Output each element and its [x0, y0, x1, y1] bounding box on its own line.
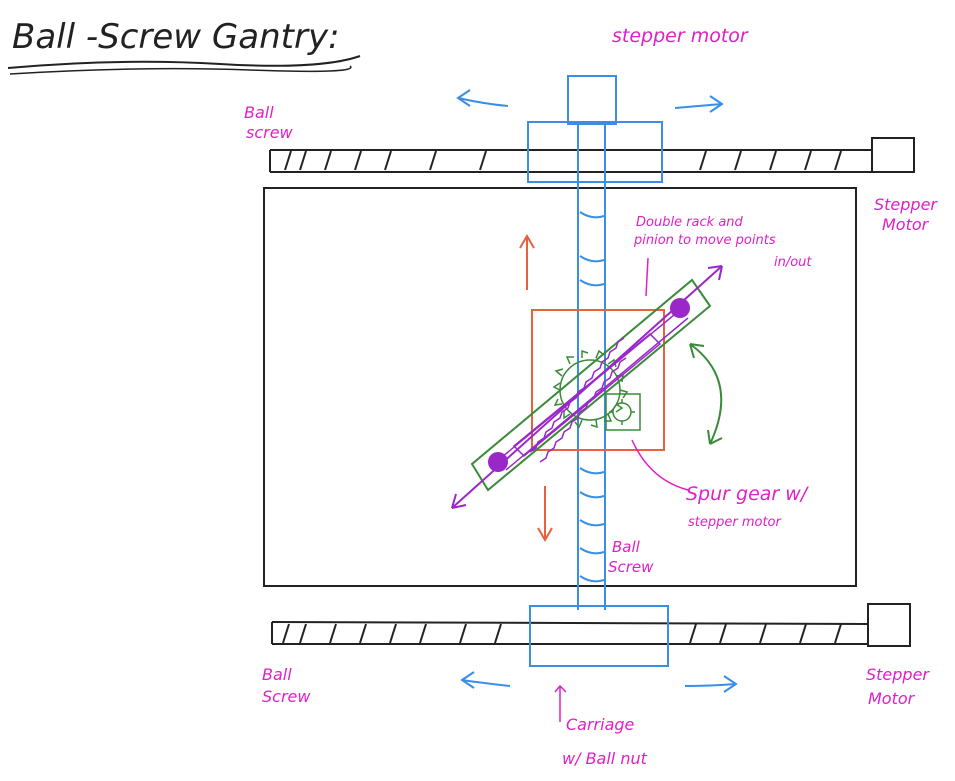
top-stepper-motor [568, 76, 616, 124]
stepper-pinion [606, 394, 640, 430]
top-left-motion-arrow [458, 90, 508, 106]
label-stepper-right-top-2: Motor [882, 215, 930, 234]
bottom-right-motion-arrow [685, 676, 736, 692]
label-ball-screw-bottom-left-2: Screw [262, 687, 311, 706]
bottom-right-stepper-motor [868, 604, 910, 646]
label-ball-screw-top-left-2: screw [246, 123, 294, 142]
title-underline-2 [10, 66, 351, 74]
up-motion-arrow [520, 236, 534, 290]
rotation-arrow [690, 344, 722, 444]
spur-gear-leader [632, 440, 688, 490]
bottom-ball-screw [272, 622, 868, 644]
label-ball-screw-center-1: Ball [612, 538, 641, 556]
label-stepper-right-bottom-2: Motor [868, 689, 916, 708]
label-double-rack-3: in/out [774, 255, 812, 270]
label-carriage-1: Carriage [566, 715, 635, 734]
right-point [670, 298, 690, 318]
down-motion-arrow [538, 486, 552, 540]
diagram-title: Ball -Screw Gantry: [12, 17, 340, 57]
label-stepper-right-top-1: Stepper [874, 195, 938, 214]
label-carriage-2: w/ Ball nut [562, 749, 648, 768]
label-stepper-motor-top: stepper motor [612, 25, 749, 47]
top-right-motion-arrow [675, 96, 722, 112]
title-underline [8, 56, 360, 68]
double-rack-leader [646, 258, 648, 296]
label-ball-screw-bottom-left-1: Ball [262, 665, 292, 684]
label-ball-screw-top-left-1: Ball [244, 103, 274, 122]
label-ball-screw-center-2: Screw [608, 558, 654, 576]
label-stepper-right-bottom-1: Stepper [866, 665, 930, 684]
bottom-carriage [530, 606, 668, 666]
double-rack [496, 310, 688, 470]
carriage-leader [555, 686, 566, 722]
bottom-left-motion-arrow [462, 672, 510, 688]
left-point [488, 452, 508, 472]
label-spur-gear-1: Spur gear w/ [686, 483, 810, 505]
label-spur-gear-2: stepper motor [688, 515, 783, 530]
top-right-stepper-motor [872, 138, 914, 172]
label-double-rack-2: pinion to move points [633, 233, 776, 248]
label-double-rack-1: Double rack and [636, 215, 744, 230]
top-ball-screw [270, 150, 872, 172]
